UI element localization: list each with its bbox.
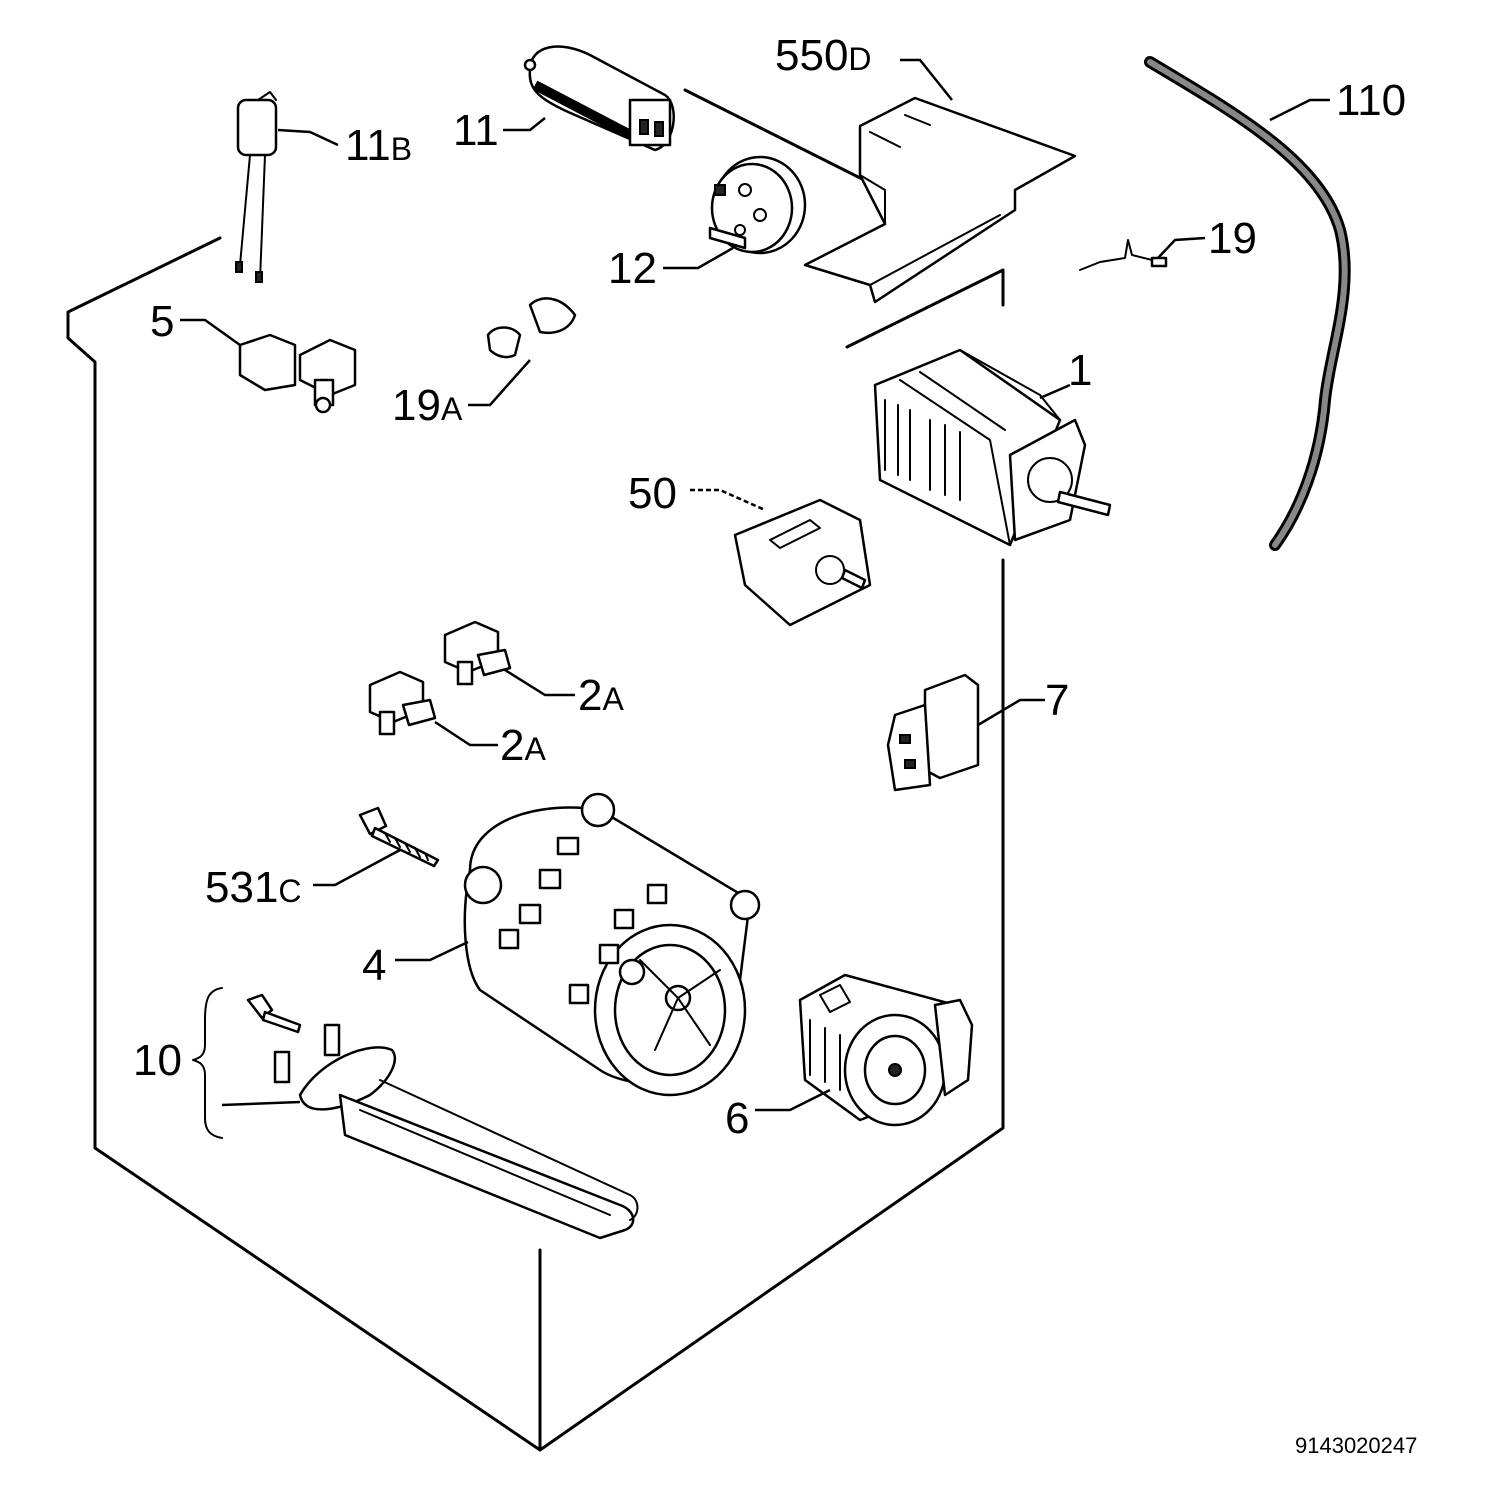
part-11b-capacitor[interactable] bbox=[235, 91, 278, 283]
part-1-timer[interactable] bbox=[873, 348, 1112, 547]
label-19a: 19A bbox=[392, 381, 463, 430]
part-11-suppressor[interactable] bbox=[523, 45, 675, 152]
document-number: 9143020247 bbox=[1295, 1433, 1418, 1458]
part-550d-cover-plate[interactable] bbox=[803, 96, 1077, 304]
label-12: 12 bbox=[608, 244, 657, 293]
label-550d: 550D bbox=[775, 31, 872, 80]
label-6: 6 bbox=[725, 1094, 749, 1143]
label-531c: 531C bbox=[205, 863, 302, 912]
part-7-door-lock[interactable] bbox=[886, 673, 980, 792]
part-2a-lower-connector[interactable] bbox=[368, 670, 437, 736]
label-2a-lower: 2A bbox=[500, 721, 546, 770]
part-5-inlet-valve[interactable] bbox=[238, 333, 357, 414]
label-10: 10 bbox=[133, 1036, 182, 1085]
label-19: 19 bbox=[1208, 214, 1257, 263]
part-4-motor[interactable] bbox=[463, 792, 761, 1097]
label-4: 4 bbox=[362, 941, 386, 990]
part-531c-screw[interactable] bbox=[358, 806, 440, 868]
part-6-drain-pump[interactable] bbox=[798, 973, 974, 1127]
part-19a-clip[interactable] bbox=[486, 297, 577, 359]
leader-lines bbox=[180, 58, 1330, 1112]
cabinet-outline bbox=[66, 88, 1005, 1452]
label-11: 11 bbox=[453, 106, 499, 155]
part-50-selector[interactable] bbox=[733, 498, 872, 627]
part-19-sensor[interactable] bbox=[1079, 239, 1168, 271]
label-5: 5 bbox=[150, 297, 174, 346]
label-11b: 11B bbox=[345, 121, 412, 170]
part-110-hose[interactable] bbox=[1144, 56, 1351, 551]
part-12-pressure-switch[interactable] bbox=[708, 155, 807, 255]
label-7: 7 bbox=[1045, 676, 1069, 725]
part-10-heating-element[interactable] bbox=[192, 987, 639, 1240]
label-2a-upper: 2A bbox=[578, 671, 624, 720]
part-2a-upper-connector[interactable] bbox=[443, 620, 512, 686]
part-labels: 550D 110 11B 11 12 19 5 19A 1 50 2A 2A 7… bbox=[133, 31, 1406, 1143]
label-50: 50 bbox=[628, 469, 677, 518]
label-110: 110 bbox=[1336, 76, 1406, 125]
label-1: 1 bbox=[1068, 346, 1092, 395]
